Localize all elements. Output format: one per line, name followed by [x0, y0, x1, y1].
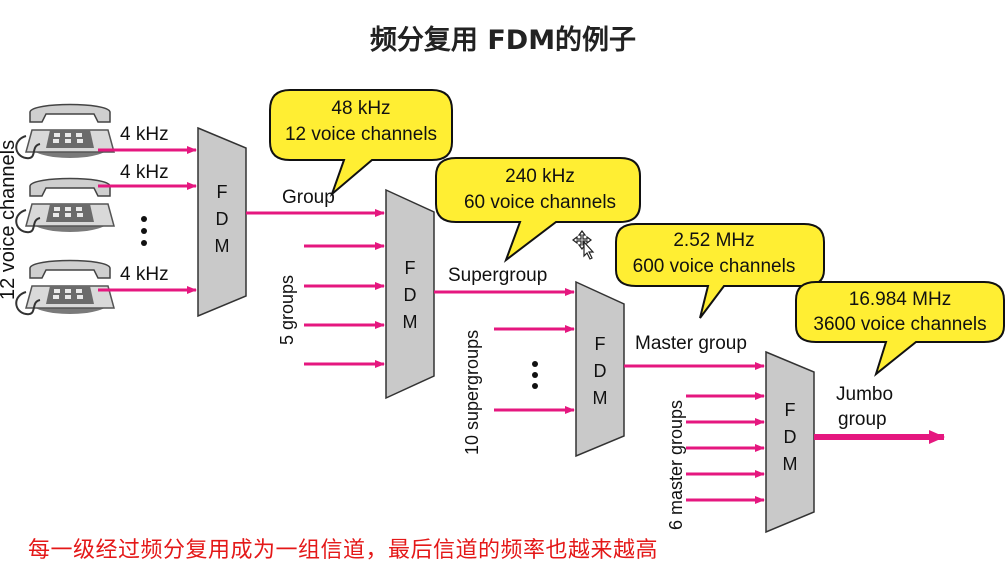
- svg-text:F: F: [217, 182, 228, 202]
- group-word-label: group: [838, 409, 887, 430]
- input-label-4khz: 4 kHz: [120, 264, 169, 285]
- left-channels-label: 12 voice channels: [0, 140, 19, 300]
- svg-text:D: D: [594, 361, 607, 381]
- svg-text:600 voice channels: 600 voice channels: [633, 256, 796, 277]
- svg-text:2.52 MHz: 2.52 MHz: [673, 230, 754, 251]
- input-label-4khz: 4 kHz: [120, 124, 169, 145]
- svg-text:D: D: [784, 427, 797, 447]
- ten-supergroups-label: 10 supergroups: [462, 330, 482, 455]
- svg-text:F: F: [595, 334, 606, 354]
- callout-240khz: 240 kHz 60 voice channels: [435, 157, 641, 263]
- five-groups-label: 5 groups: [277, 275, 297, 345]
- move-cursor-icon: [572, 230, 595, 260]
- svg-text:M: M: [783, 454, 798, 474]
- fdm-block-3: F D M: [575, 280, 625, 458]
- group-label: Group: [282, 187, 335, 208]
- svg-text:48 kHz: 48 kHz: [331, 98, 390, 119]
- supergroup-label: Supergroup: [448, 265, 547, 286]
- telephone-icon: [15, 259, 115, 316]
- callout-252mhz: 2.52 MHz 600 voice channels: [615, 223, 825, 319]
- svg-text:F: F: [405, 258, 416, 278]
- callout-16984mhz: 16.984 MHz 3600 voice channels: [795, 281, 1005, 377]
- fdm-block-1: F D M: [197, 126, 247, 318]
- svg-text:D: D: [216, 209, 229, 229]
- input-label-4khz: 4 kHz: [120, 162, 169, 183]
- ellipsis-vertical-icon: [532, 361, 538, 389]
- svg-text:3600 voice channels: 3600 voice channels: [813, 314, 986, 335]
- jumbo-label: Jumbo: [836, 384, 893, 405]
- six-master-groups-label: 6 master groups: [666, 400, 686, 530]
- ellipsis-vertical-icon: [141, 216, 147, 246]
- svg-text:M: M: [215, 236, 230, 256]
- svg-text:60 voice channels: 60 voice channels: [464, 192, 616, 213]
- svg-text:16.984 MHz: 16.984 MHz: [849, 289, 951, 310]
- svg-text:M: M: [593, 388, 608, 408]
- callout-48khz: 48 kHz 12 voice channels: [269, 89, 453, 198]
- svg-text:240 kHz: 240 kHz: [505, 166, 575, 187]
- svg-text:12 voice channels: 12 voice channels: [285, 124, 437, 145]
- fdm-block-4: F D M: [765, 350, 815, 534]
- master-group-label: Master group: [635, 333, 747, 354]
- svg-text:M: M: [403, 312, 418, 332]
- diagram-title: 频分复用 FDM的例子: [369, 25, 637, 56]
- caption-text: 每一级经过频分复用成为一组信道，最后信道的频率也越来越高: [28, 538, 659, 563]
- svg-text:F: F: [785, 400, 796, 420]
- svg-text:D: D: [404, 285, 417, 305]
- fdm-block-2: F D M: [385, 188, 435, 400]
